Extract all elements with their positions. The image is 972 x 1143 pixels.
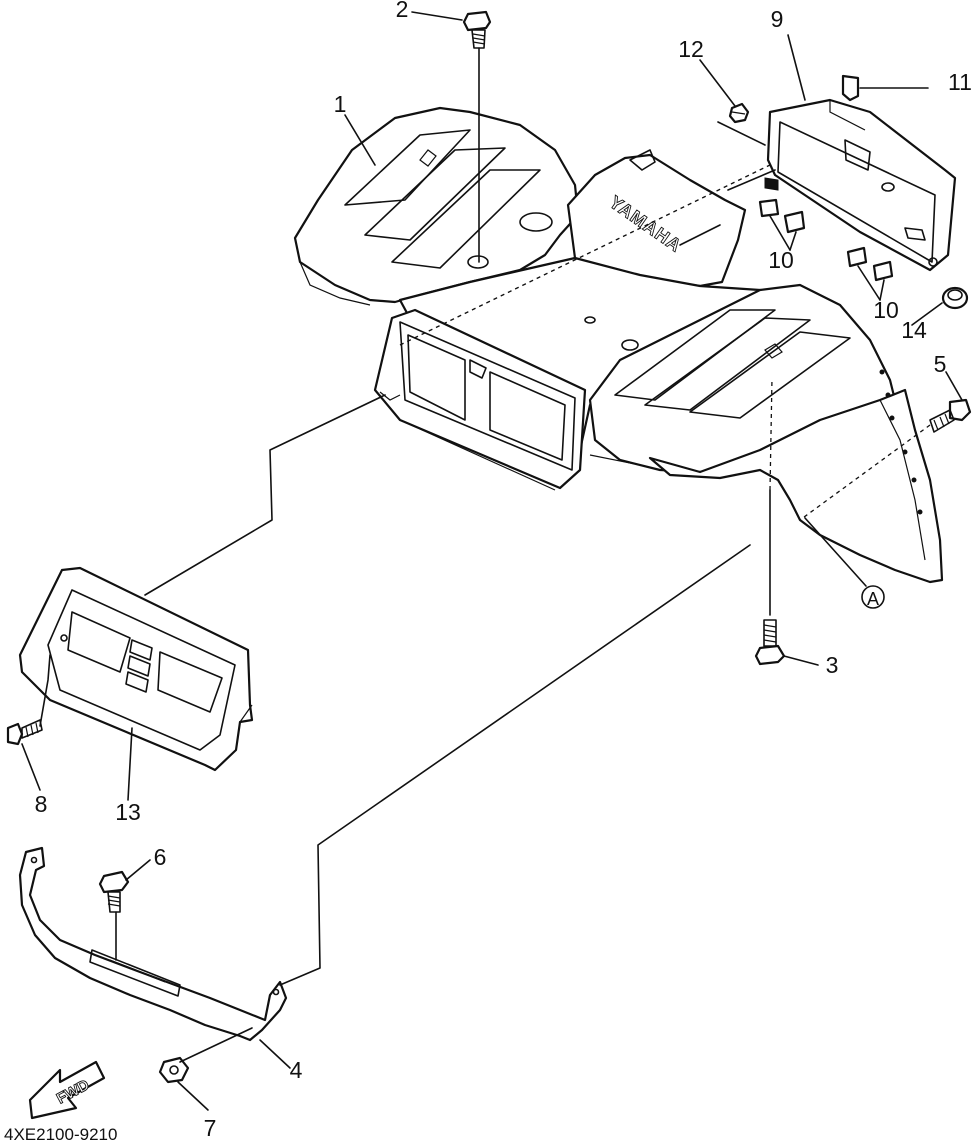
callout-4: 4	[290, 1057, 303, 1083]
grommet-12	[728, 102, 750, 124]
callout-13: 13	[115, 799, 141, 825]
clips-10	[758, 198, 894, 282]
callout-10b: 10	[873, 297, 899, 323]
callout-9: 9	[771, 6, 784, 32]
headlight-bracket	[18, 846, 288, 1042]
nut-14	[941, 286, 969, 310]
callout-14: 14	[901, 317, 927, 343]
bolt-6	[98, 870, 130, 913]
nut-7	[158, 1056, 190, 1084]
drawing-code: 4XE2100-9210	[4, 1125, 117, 1143]
callout-7: 7	[204, 1115, 217, 1141]
callout-labels: 1 2 3 4 5 6 7 8 9 10 10 11 12 13 14	[35, 0, 972, 1141]
clip-11	[841, 74, 860, 102]
bolt-2	[462, 10, 492, 49]
callout-12: 12	[678, 36, 704, 62]
rear-light-panel	[764, 98, 957, 272]
callout-8: 8	[35, 791, 48, 817]
bolt-3	[754, 619, 786, 666]
fwd-direction-arrow: FWD	[28, 1060, 106, 1120]
callout-1: 1	[334, 91, 347, 117]
front-fender: YAMAHA	[293, 106, 944, 584]
callout-2: 2	[396, 0, 409, 22]
callout-3: 3	[826, 652, 839, 678]
callout-5: 5	[934, 351, 947, 377]
reference-mark-a: A	[861, 585, 885, 609]
callout-6: 6	[154, 844, 167, 870]
screw-8	[6, 719, 43, 746]
leader-lines	[21, 11, 963, 1111]
bolt-5	[929, 398, 972, 433]
callout-10a: 10	[768, 247, 794, 273]
callout-11: 11	[948, 69, 972, 95]
assembly-lines	[39, 47, 931, 1063]
headlight-rim	[18, 566, 254, 772]
reference-mark-label: A	[867, 589, 879, 609]
